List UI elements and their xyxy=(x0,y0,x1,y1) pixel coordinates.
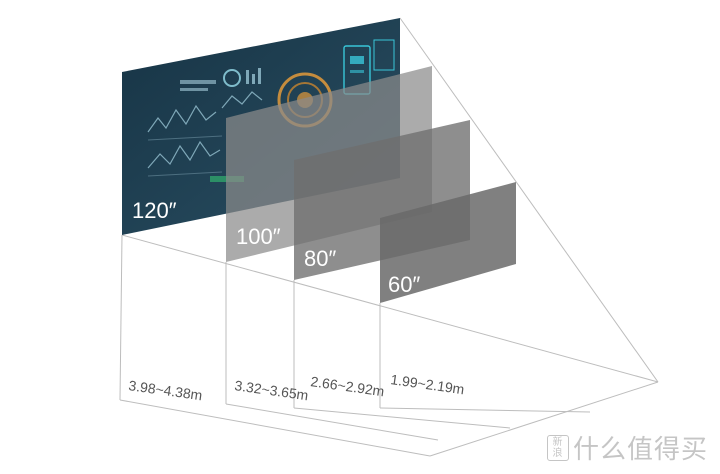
watermark: 新浪 什么值得买 xyxy=(546,429,708,466)
projection-lines xyxy=(119,17,659,457)
distance-label-100: 3.32~3.65m xyxy=(234,377,310,403)
watermark-logo: 新浪 xyxy=(546,434,569,461)
distance-label-80: 2.66~2.92m xyxy=(310,373,386,399)
size-label-60: 60″ xyxy=(388,272,420,297)
size-label-80: 80″ xyxy=(304,246,336,271)
size-label-120: 120″ xyxy=(132,198,177,223)
distance-label-120: 3.98~4.38m xyxy=(128,377,204,403)
screen-60 xyxy=(380,182,516,303)
size-label-100: 100″ xyxy=(236,224,281,249)
watermark-text: 什么值得买 xyxy=(572,435,708,465)
distance-label-60: 1.99~2.19m xyxy=(390,371,466,397)
